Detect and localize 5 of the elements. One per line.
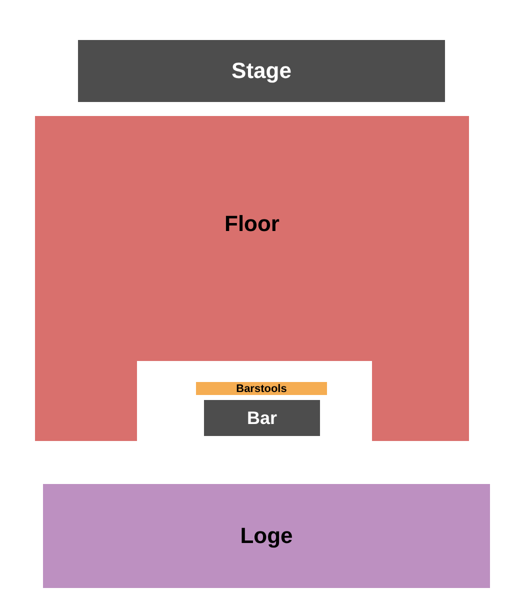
bar-section: Bar — [204, 400, 320, 436]
loge-section: Loge — [43, 484, 490, 588]
stage-section: Stage — [78, 40, 445, 102]
section-label: Floor — [224, 211, 280, 237]
barstools-section: Barstools — [196, 382, 327, 395]
